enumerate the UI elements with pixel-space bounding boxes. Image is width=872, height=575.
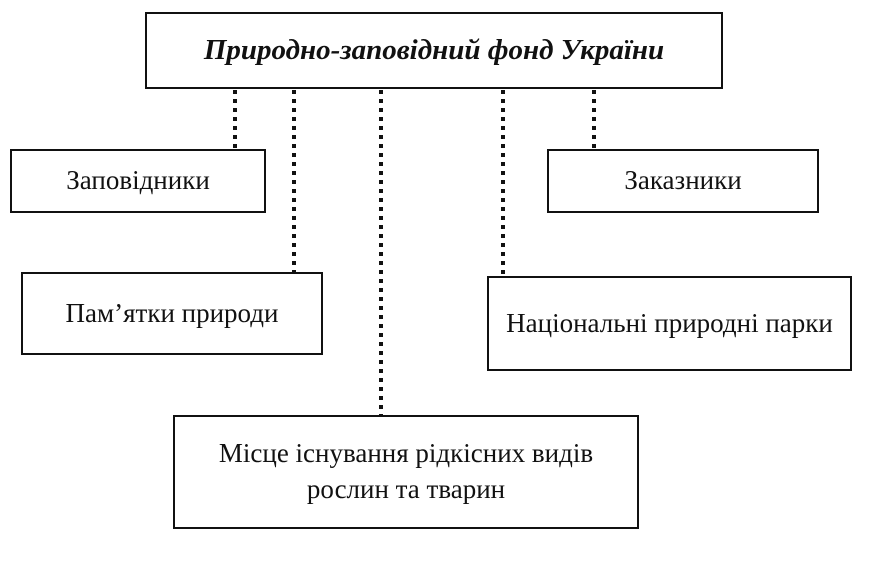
node-zakaznyky-label: Заказники bbox=[624, 165, 742, 196]
node-zapovidnyky: Заповідники bbox=[10, 149, 266, 213]
node-zakaznyky: Заказники bbox=[547, 149, 819, 213]
node-natsionalni-parky: Національні природні парки bbox=[487, 276, 852, 371]
node-zapovidnyky-label: Заповідники bbox=[66, 165, 210, 196]
node-natsionalni-parky-label: Національні природні парки bbox=[506, 307, 833, 338]
root-node-box: Природно-заповідний фонд України bbox=[145, 12, 723, 89]
node-pamyatky-pryrody: Пам’ятки природи bbox=[21, 272, 323, 355]
node-mistse-isnuvannya-label: Місце існування рідкісних видів рослин т… bbox=[218, 438, 594, 504]
node-pamyatky-pryrody-label: Пам’ятки природи bbox=[65, 297, 279, 328]
root-node-label: Природно-заповідний фонд України bbox=[203, 34, 665, 67]
node-mistse-isnuvannya: Місце існування рідкісних видів рослин т… bbox=[173, 415, 639, 529]
